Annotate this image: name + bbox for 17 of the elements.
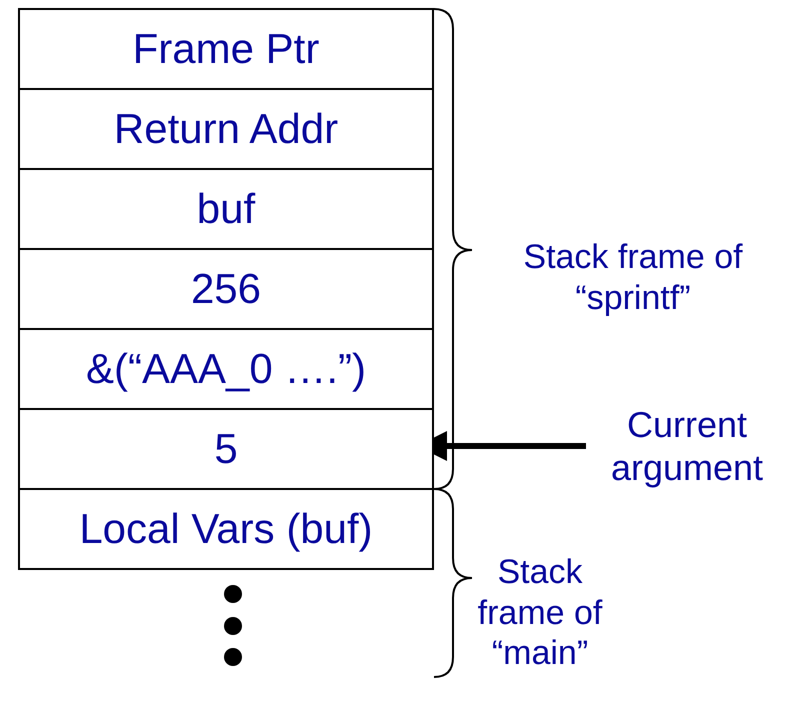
- cell-text: 5: [214, 425, 238, 473]
- cell-text: 256: [190, 265, 262, 313]
- stack-cell: [18, 408, 434, 490]
- stack-cell: [18, 168, 434, 250]
- bracket-label: Stack frame of “sprintf”: [522, 237, 744, 319]
- stack-cell: [18, 88, 434, 170]
- bracket-label: Stack frame of “main”: [476, 552, 604, 674]
- stack-cell: [18, 328, 434, 410]
- cell-text: buf: [196, 185, 256, 233]
- cell-text: &(“AAA_0 ….”): [86, 345, 366, 393]
- cell-text: Local Vars (buf): [79, 505, 373, 553]
- stack-cell: [18, 8, 434, 90]
- stack-cell: [18, 488, 434, 570]
- cell-text: Return Addr: [114, 105, 338, 153]
- cell-text: Frame Ptr: [132, 25, 320, 73]
- stack-cell: [18, 248, 434, 330]
- annotation-text: Current argument: [610, 402, 764, 490]
